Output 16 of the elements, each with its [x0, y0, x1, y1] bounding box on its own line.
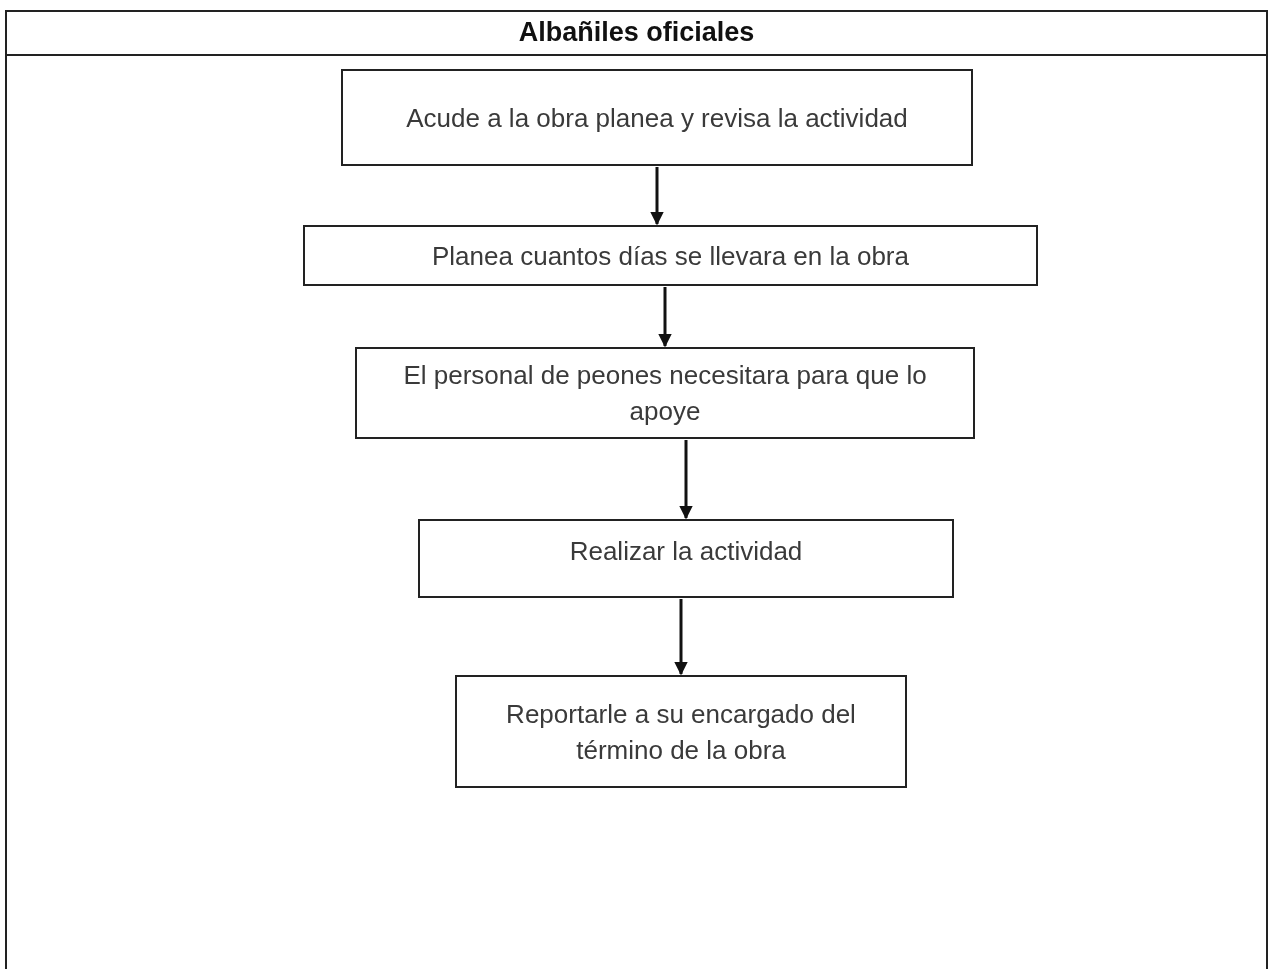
lane-title: Albañiles oficiales — [7, 12, 1266, 56]
process-box — [303, 225, 1038, 286]
arrow — [674, 599, 688, 676]
process-box — [355, 347, 975, 439]
process-box — [418, 519, 954, 598]
arrow — [679, 440, 693, 520]
process-box — [455, 675, 907, 788]
step-text: Reportarle a su encargado del término de la obra — [505, 697, 857, 767]
process-box — [341, 69, 973, 166]
arrow — [658, 287, 672, 348]
arrow — [650, 167, 664, 226]
step-text: Acude a la obra planea y revisa la actividad — [406, 101, 908, 135]
swimlane — [5, 10, 1268, 969]
step-text: El personal de peones necesitara para que lo apoye — [402, 359, 928, 428]
step-text: Planea cuantos días se llevara en la obra — [432, 239, 909, 273]
step-text: Realizar la actividad — [569, 535, 803, 568]
